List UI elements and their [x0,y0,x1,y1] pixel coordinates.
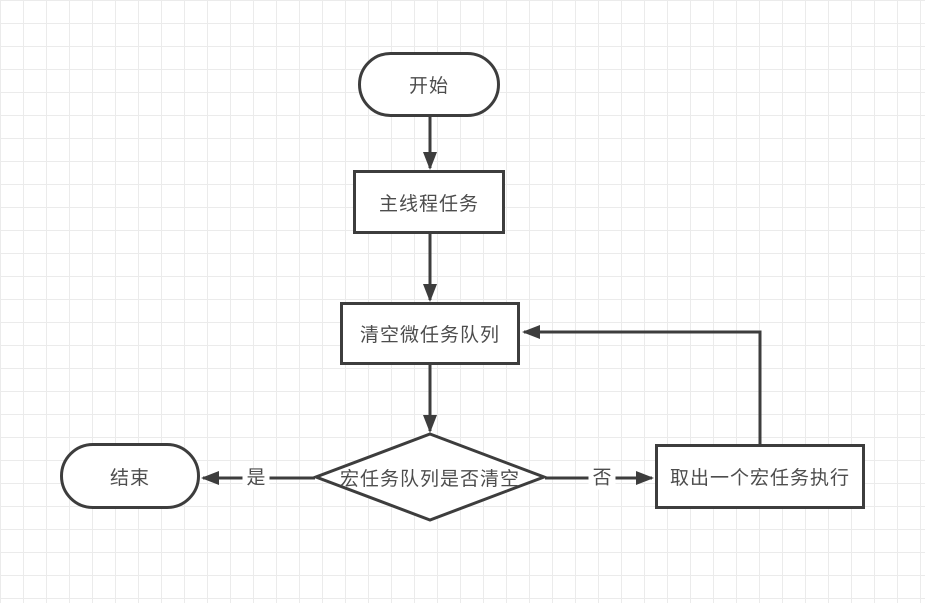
node-macrotask-queue-empty-label: 宏任务队列是否清空 [339,468,520,490]
node-execute-macrotask: 取出一个宏任务执行 [655,444,865,509]
node-clear-microtask-queue-label: 清空微任务队列 [359,325,500,346]
node-execute-macrotask-label: 取出一个宏任务执行 [669,468,850,489]
node-end-label: 结束 [109,467,150,489]
edge-label-no: 否 [588,468,616,490]
node-end: 结束 [60,443,200,509]
node-macrotask-queue-empty: 宏任务队列是否清空 [313,432,547,522]
node-start-label: 开始 [408,76,449,97]
node-clear-microtask-queue: 清空微任务队列 [340,302,520,365]
edge-execute-to-clear-microtask-loop [522,325,762,444]
node-start: 开始 [358,52,500,117]
node-main-thread-task: 主线程任务 [353,170,505,234]
decision-diamond-shape [313,432,547,522]
node-main-thread-task-label: 主线程任务 [378,193,479,215]
edge-label-yes: 是 [242,468,270,490]
